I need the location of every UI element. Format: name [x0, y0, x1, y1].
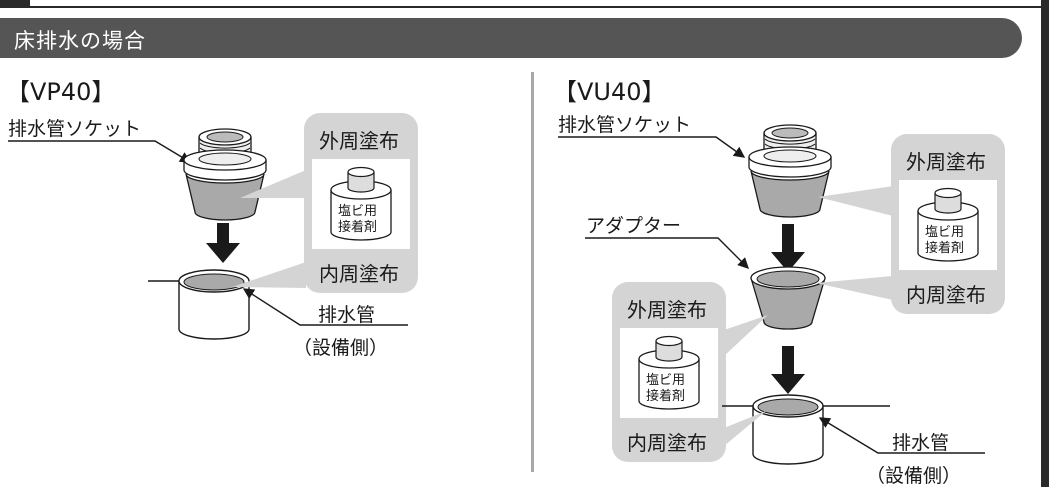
right-upper-outer-wedge — [818, 186, 893, 216]
top-frame — [0, 0, 1049, 8]
right-upper-inner-label: 内周塗布 — [906, 283, 986, 307]
left-outer-wedge — [240, 170, 306, 198]
right-pipe — [722, 394, 890, 465]
right-lower-glue-callout — [612, 282, 726, 462]
column-divider — [531, 72, 534, 472]
right-lower-glue-text-1: 塩ビ用 — [646, 373, 686, 388]
top-frame-block — [0, 0, 30, 8]
right-pipe-leader — [818, 417, 985, 454]
left-socket-label: 排水管ソケット — [8, 118, 142, 140]
left-inner-wedge — [232, 262, 306, 288]
right-upper-glue-bottle — [917, 187, 979, 262]
left-pipe-sub-label: （設備側） — [293, 337, 389, 359]
left-pipe-label: 排水管 — [318, 304, 376, 326]
right-upper-outer-label: 外周塗布 — [906, 150, 986, 174]
right-lower-outer-wedge — [724, 315, 768, 356]
right-column-title: 【VU40】 — [553, 78, 666, 106]
left-pipe — [148, 269, 250, 340]
right-socket-leader — [558, 136, 746, 158]
right-adapter — [750, 266, 826, 330]
right-pipe-label: 排水管 — [892, 432, 950, 454]
left-down-arrow — [206, 223, 240, 263]
right-lower-glue-text-2: 接着剤 — [646, 389, 686, 404]
right-socket — [748, 124, 832, 218]
left-pipe-leader — [242, 288, 408, 326]
right-socket-label: 排水管ソケット — [558, 114, 692, 136]
right-upper-glue-text-2: 接着剤 — [925, 241, 965, 256]
section-header: 床排水の場合 — [0, 18, 1022, 58]
left-socket-leader — [8, 140, 192, 163]
left-glue-text-1: 塩ビ用 — [338, 204, 378, 219]
top-frame-rule — [30, 6, 1041, 8]
right-lower-inner-label: 内周塗布 — [627, 431, 707, 455]
right-lower-inner-wedge — [724, 411, 766, 446]
right-pipe-sub-label: （設備側） — [866, 465, 962, 487]
left-glue-text-2: 接着剤 — [338, 220, 378, 235]
right-lower-glue-bottle — [638, 335, 700, 410]
left-inner-label: 内周塗布 — [319, 262, 399, 286]
left-column-title: 【VP40】 — [6, 78, 116, 106]
left-socket — [183, 128, 267, 221]
left-glue-bottle — [330, 166, 392, 241]
right-upper-inner-wedge — [816, 276, 893, 300]
right-adapter-leader — [585, 237, 749, 269]
right-down-arrow-1 — [771, 224, 805, 272]
left-outer-label: 外周塗布 — [319, 129, 399, 153]
right-down-arrow-2 — [771, 346, 805, 394]
right-upper-glue-text-1: 塩ビ用 — [925, 225, 965, 240]
right-lower-outer-label: 外周塗布 — [627, 298, 707, 322]
section-title: 床排水の場合 — [14, 29, 146, 53]
right-frame-bar — [1041, 0, 1049, 487]
right-adapter-label: アダプター — [586, 215, 682, 237]
